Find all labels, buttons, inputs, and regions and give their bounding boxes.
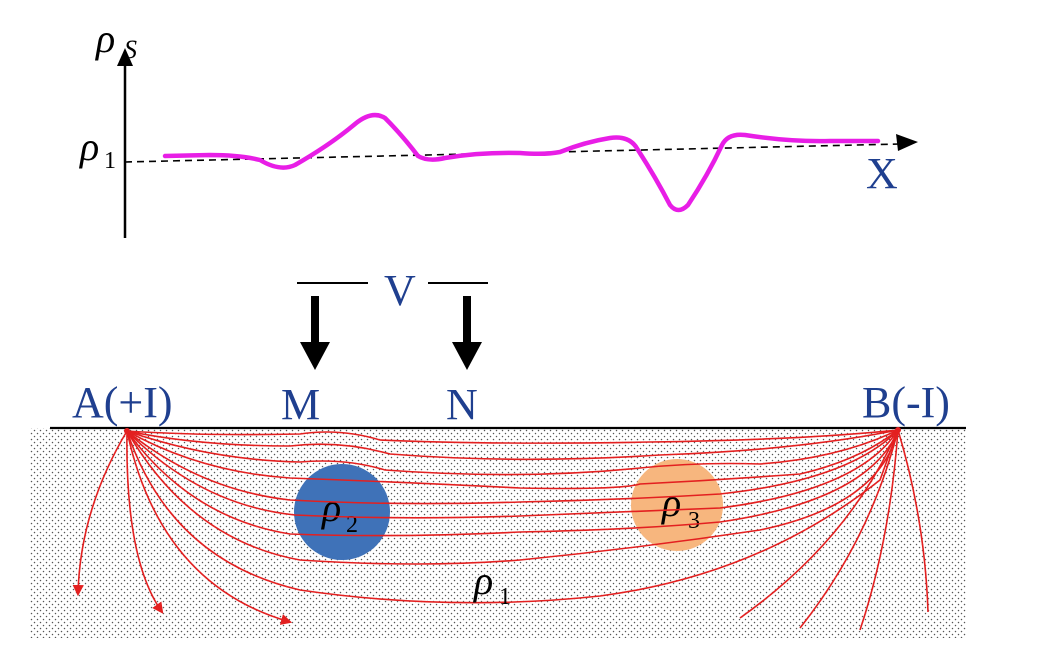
medium-label-subscript: 1	[499, 584, 511, 610]
medium-label: ρ	[472, 558, 493, 603]
electrode-a-point	[124, 428, 130, 434]
reference-label: ρ	[78, 124, 99, 169]
electrode-b-point	[895, 427, 901, 433]
arrow-to-n-head	[452, 342, 482, 370]
voltmeter: V	[297, 266, 488, 370]
field-line	[126, 429, 899, 505]
field-line	[72, 430, 128, 597]
field-line	[126, 429, 899, 565]
field-line	[126, 429, 899, 537]
field-line	[897, 429, 929, 613]
voltmeter-label: V	[384, 266, 416, 315]
field-line	[126, 429, 899, 476]
electrode-a-label: A(+I)	[72, 378, 173, 427]
ground-section: ρ 2 ρ 3 ρ 1	[30, 426, 966, 638]
body-rho3-label: ρ	[660, 480, 681, 525]
current-field-lines	[72, 429, 929, 631]
x-axis-label: X	[866, 149, 898, 198]
field-line	[126, 429, 899, 519]
field-line	[859, 429, 899, 631]
apparent-resistivity-curve	[162, 112, 881, 213]
y-axis-arrowhead	[117, 48, 133, 66]
electrode-labels: A(+I) M N B(-I)	[72, 378, 950, 429]
profile-plot: ρ S ρ 1 X	[78, 16, 918, 238]
field-line	[126, 429, 899, 461]
x-axis-arrowhead	[896, 134, 918, 151]
electrode-n-label: N	[446, 380, 478, 429]
body-rho2-subscript: 2	[346, 512, 358, 538]
arrow-to-m-head	[300, 342, 330, 370]
field-line	[739, 429, 899, 619]
body-rho3	[631, 459, 723, 551]
body-rho3-subscript: 3	[688, 508, 700, 534]
y-axis-label: ρ	[94, 16, 115, 61]
field-line	[126, 429, 899, 490]
field-line	[126, 429, 899, 444]
field-line	[126, 430, 293, 625]
field-line	[126, 429, 899, 604]
body-rho2-label: ρ	[320, 485, 341, 530]
electrode-b-label: B(-I)	[862, 378, 950, 427]
electrode-m-label: M	[281, 380, 320, 429]
field-line	[126, 430, 164, 614]
reference-label-subscript: 1	[104, 148, 116, 174]
y-axis-label-subscript: S	[124, 35, 137, 64]
field-line	[799, 429, 899, 629]
